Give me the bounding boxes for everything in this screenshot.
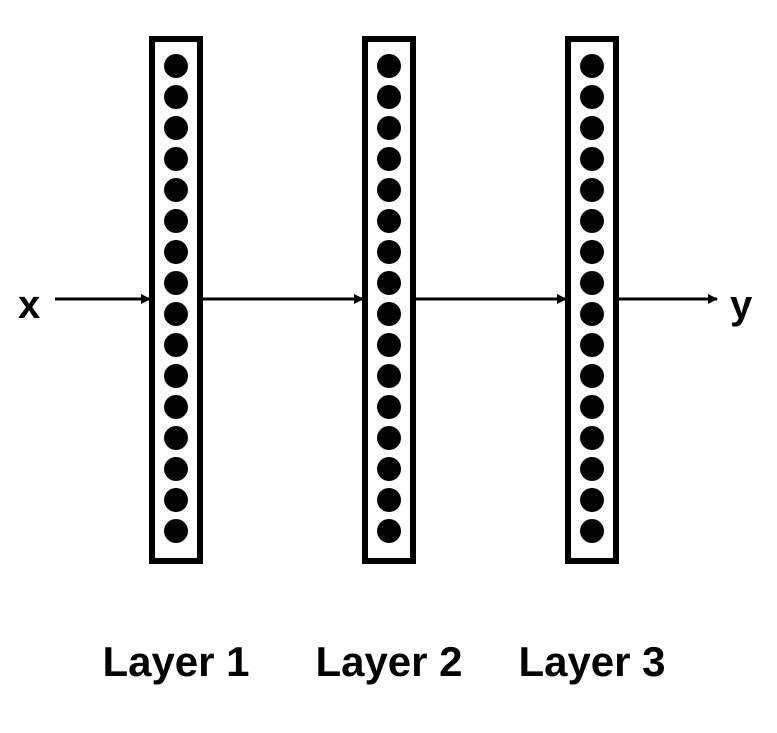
input-label: x xyxy=(18,283,40,327)
layer-3-neuron xyxy=(580,209,604,233)
layer-1-neuron xyxy=(164,488,188,512)
layer-3-neuron xyxy=(580,488,604,512)
layer-1-neuron xyxy=(164,271,188,295)
output-label: y xyxy=(730,283,753,327)
layer-2-neuron xyxy=(377,178,401,202)
layer-2-neuron xyxy=(377,302,401,326)
layer-3-neuron xyxy=(580,302,604,326)
layer-1-neuron xyxy=(164,147,188,171)
layer-1-neuron xyxy=(164,178,188,202)
layer-3-neuron xyxy=(580,426,604,450)
layer-3-label: Layer 3 xyxy=(518,638,665,685)
layer-3-neuron xyxy=(580,240,604,264)
layer-3-column xyxy=(565,36,619,564)
layer-1-neuron xyxy=(164,85,188,109)
layer-3-neuron xyxy=(580,457,604,481)
layer-2-column xyxy=(362,36,416,564)
layer-1-neuron xyxy=(164,333,188,357)
layer-2-label: Layer 2 xyxy=(315,638,462,685)
layer-2-neuron xyxy=(377,54,401,78)
layer-1-neuron xyxy=(164,116,188,140)
layer-1-label: Layer 1 xyxy=(102,638,249,685)
layer-2-neuron xyxy=(377,240,401,264)
layer-2-neuron xyxy=(377,364,401,388)
layer-2-neuron xyxy=(377,519,401,543)
layer-2-neuron xyxy=(377,116,401,140)
layer-3-neuron xyxy=(580,519,604,543)
layer-1-neuron xyxy=(164,240,188,264)
layer-1-neuron xyxy=(164,209,188,233)
layer-3-neuron xyxy=(580,85,604,109)
layer-2-neuron xyxy=(377,147,401,171)
layer-2-neuron xyxy=(377,488,401,512)
layer-3-neuron xyxy=(580,116,604,140)
layer-2-neuron xyxy=(377,426,401,450)
layer-2-neuron xyxy=(377,333,401,357)
layer-1-neuron xyxy=(164,519,188,543)
layer-1-neuron xyxy=(164,395,188,419)
layer-1-neuron xyxy=(164,426,188,450)
layer-3-neuron xyxy=(580,271,604,295)
layer-3-neuron xyxy=(580,364,604,388)
layer-1-neuron xyxy=(164,457,188,481)
layer-1-column xyxy=(149,36,203,564)
layer-1-neuron xyxy=(164,364,188,388)
layer-2-neuron xyxy=(377,209,401,233)
layer-3-neuron xyxy=(580,54,604,78)
layer-3-neuron xyxy=(580,395,604,419)
layer-3-neuron xyxy=(580,147,604,171)
layer-2-neuron xyxy=(377,271,401,295)
layer-1-neuron xyxy=(164,302,188,326)
layer-2-neuron xyxy=(377,457,401,481)
layer-2-neuron xyxy=(377,85,401,109)
layer-3-neuron xyxy=(580,178,604,202)
layer-3-neuron xyxy=(580,333,604,357)
layer-2-neuron xyxy=(377,395,401,419)
layer-1-neuron xyxy=(164,54,188,78)
